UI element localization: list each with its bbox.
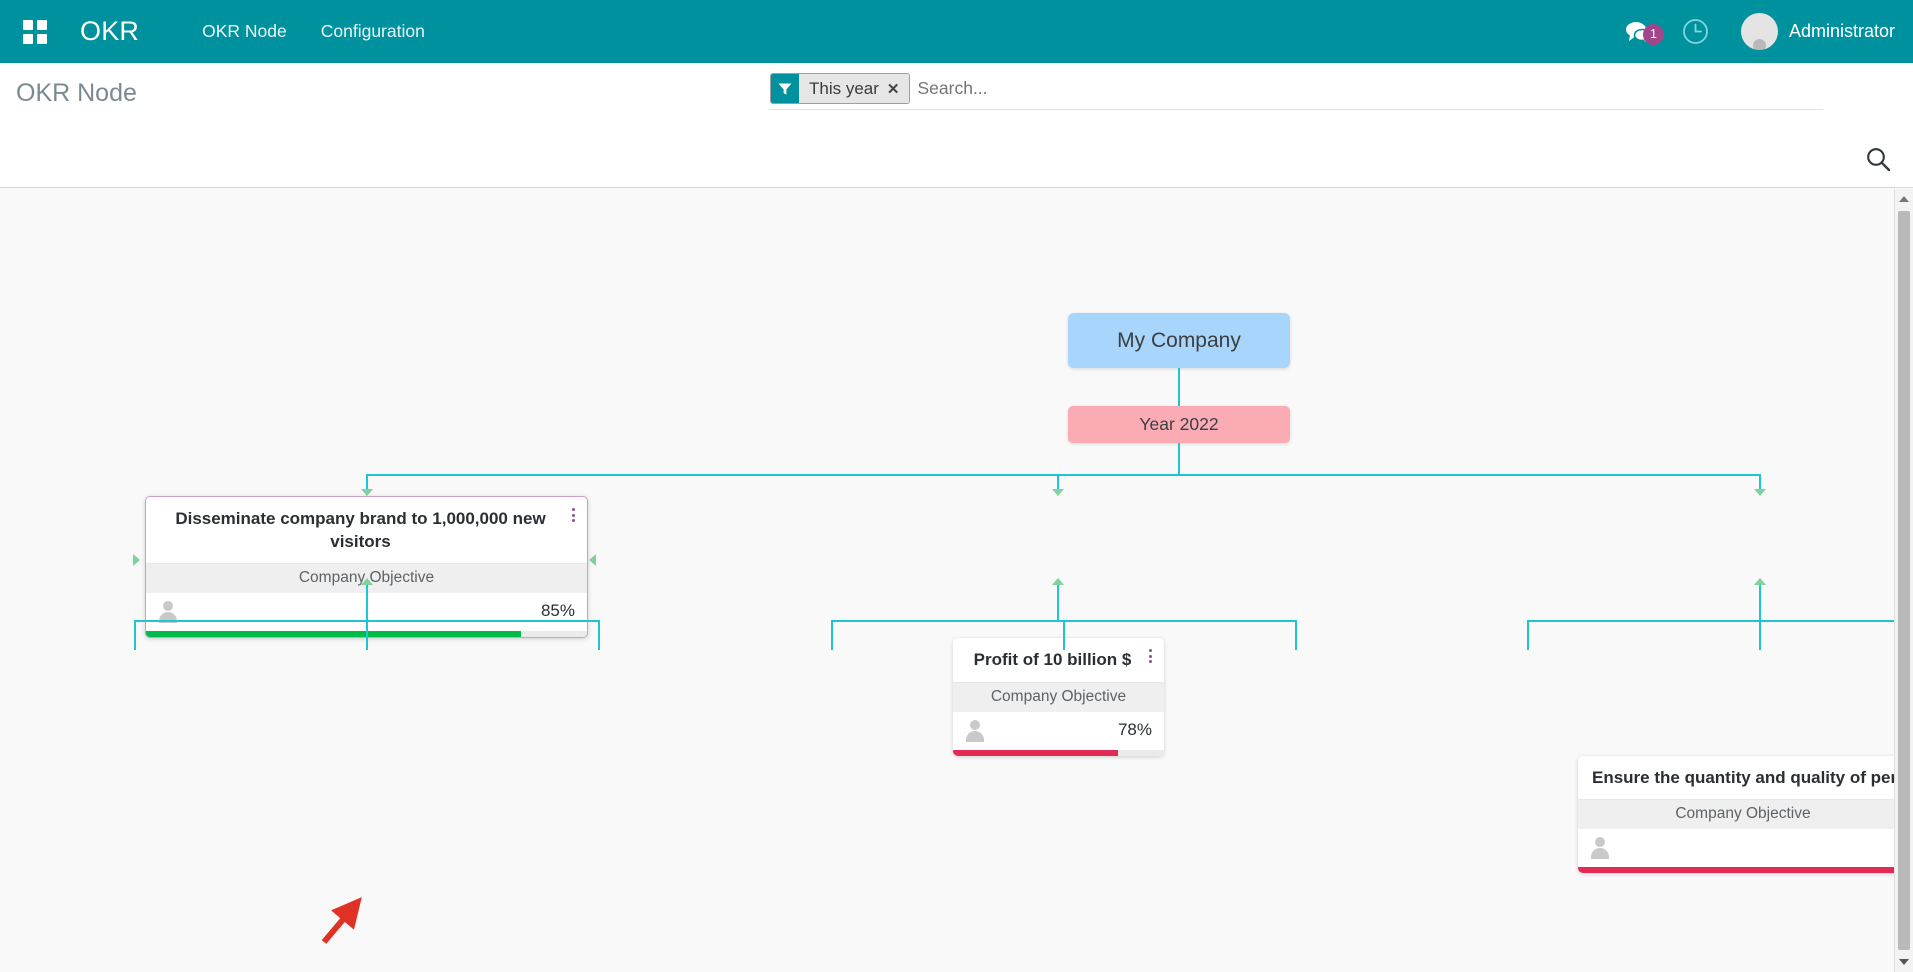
- objective-footer: 78%: [953, 711, 1164, 750]
- objective-title: Disseminate company brand to 1,000,000 n…: [146, 497, 587, 563]
- connector-obj1-drop: [366, 474, 368, 492]
- clock-icon: [1683, 19, 1708, 44]
- messages-count-badge: 1: [1642, 23, 1664, 45]
- connector-kr1-drop: [134, 620, 136, 650]
- messages-button[interactable]: 1: [1611, 20, 1666, 45]
- org-chart-canvas: My Company Year 2022 Disseminate company…: [0, 189, 1908, 972]
- connector-root-year: [1178, 368, 1180, 406]
- progress-label: 85%: [540, 601, 575, 621]
- search-view: This year ✕: [770, 73, 1823, 110]
- connector-kr7-drop: [1527, 620, 1529, 650]
- connector-obj2-drop: [1057, 474, 1059, 492]
- connector-cap-obj2: [1052, 489, 1064, 496]
- connector-objectives-bus: [366, 474, 1760, 476]
- connector-cap-up-obj2: [1052, 578, 1064, 585]
- filter-funnel-icon: [771, 74, 799, 103]
- objective-card-3[interactable]: Ensure the quantity and quality of perso…: [1578, 755, 1908, 874]
- scroll-up-arrow-icon[interactable]: [1895, 189, 1913, 209]
- objective-subtitle: Company Objective: [1578, 799, 1908, 830]
- kebab-menu-icon[interactable]: [1143, 647, 1157, 665]
- nav-item-okr-node[interactable]: OKR Node: [202, 21, 287, 41]
- org-node-year[interactable]: Year 2022: [1068, 406, 1290, 443]
- progress-bar: [1578, 867, 1908, 874]
- connector-year-stem: [1178, 443, 1180, 474]
- search-facet-label-wrap: This year ✕: [799, 74, 909, 103]
- user-avatar-icon: [1740, 13, 1778, 50]
- connector-obj2-stem: [1057, 585, 1059, 620]
- objective-subtitle: Company Objective: [953, 681, 1164, 712]
- objective-footer: [1578, 829, 1908, 868]
- owner-avatar-icon: [963, 718, 987, 742]
- user-name-label: Administrator: [1788, 21, 1895, 41]
- activities-button[interactable]: [1666, 18, 1725, 45]
- owner-avatar-icon: [156, 599, 180, 624]
- nav-item-configuration[interactable]: Configuration: [320, 21, 425, 41]
- search-facet-label: This year: [809, 78, 879, 98]
- vertical-scrollbar[interactable]: [1894, 189, 1913, 972]
- search-button[interactable]: [1866, 147, 1891, 177]
- connector-kr-bus-3: [1527, 620, 1900, 622]
- magnifier-icon: [1867, 148, 1891, 172]
- org-chart-area[interactable]: My Company Year 2022 Disseminate company…: [0, 189, 1913, 972]
- close-x-icon[interactable]: ✕: [886, 80, 900, 98]
- vertical-scrollbar-thumb[interactable]: [1898, 211, 1910, 950]
- red-arrow-annotation: [321, 897, 362, 944]
- connector-cap-obj3: [1754, 489, 1766, 496]
- objective-card-2[interactable]: Profit of 10 billion $ Company Objective…: [953, 638, 1164, 756]
- apps-grid-icon: [23, 19, 47, 44]
- org-node-root[interactable]: My Company: [1068, 313, 1290, 368]
- search-facet-this-year[interactable]: This year ✕: [770, 73, 910, 104]
- user-menu[interactable]: Administrator: [1725, 13, 1895, 50]
- page-title: OKR Node: [16, 79, 137, 107]
- scroll-down-arrow-icon[interactable]: [1895, 952, 1913, 972]
- kebab-menu-icon[interactable]: [566, 506, 580, 524]
- progress-label: 78%: [1117, 719, 1152, 739]
- expand-cap-left-obj1[interactable]: [133, 554, 140, 566]
- apps-menu-button[interactable]: [14, 11, 56, 53]
- navbar-right-group: 1 Administrator: [1611, 13, 1895, 50]
- control-panel: OKR Node This year ✕ Filters: [0, 63, 1913, 239]
- connector-kr2-drop: [366, 620, 368, 650]
- connector-kr6-drop: [1295, 620, 1297, 650]
- connector-obj3-stem: [1759, 585, 1761, 620]
- connector-cap-up-obj3: [1754, 578, 1766, 585]
- objective-title: Ensure the quantity and quality of perso…: [1592, 767, 1908, 787]
- expand-cap-right-obj1[interactable]: [589, 554, 596, 566]
- owner-avatar-icon: [1588, 835, 1612, 860]
- connector-cap-up-obj1: [361, 578, 373, 585]
- connector-cap-obj1: [361, 489, 373, 496]
- connector-kr5-drop: [1063, 620, 1065, 650]
- objective-title: Profit of 10 billion $: [953, 638, 1164, 682]
- progress-bar: [953, 749, 1164, 756]
- top-navbar: OKR OKR Node Configuration 1 Administrat…: [0, 0, 1913, 63]
- connector-obj3-drop: [1759, 474, 1761, 492]
- connector-obj1-stem: [366, 585, 368, 620]
- connector-kr8-drop: [1759, 620, 1761, 650]
- connector-kr4-drop: [831, 620, 833, 650]
- connector-kr3-drop: [598, 620, 600, 650]
- search-input[interactable]: [909, 78, 1823, 99]
- brand-logo[interactable]: OKR: [80, 16, 140, 46]
